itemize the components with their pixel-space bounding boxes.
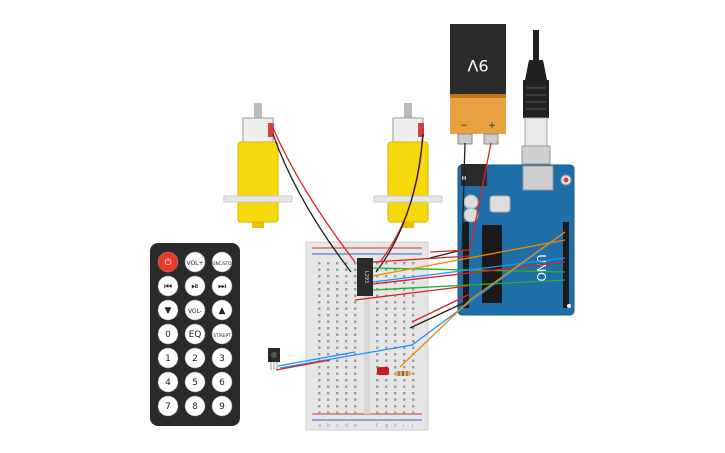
remote-button-three[interactable]: 3 [211, 347, 233, 369]
svg-text:j: j [411, 423, 413, 429]
wire-red [429, 142, 492, 253]
remote-button-two[interactable]: 2 [184, 347, 206, 369]
svg-text:f: f [376, 423, 378, 429]
wires [272, 127, 566, 371]
remote-button-label: 5 [192, 378, 198, 388]
remote-button-label: ST/REPT [213, 333, 231, 338]
remote-button-label: 6 [219, 378, 225, 388]
dc-motor-left [223, 103, 293, 228]
wire-red [411, 293, 471, 323]
svg-text:h: h [394, 423, 397, 429]
remote-button-label: FUNC/STOP [210, 261, 234, 266]
ir-receiver [268, 348, 280, 370]
remote-button-vol-up[interactable]: VOL+ [184, 251, 206, 273]
svg-text:e: e [354, 423, 357, 429]
wire-green [372, 279, 566, 291]
wire-red [275, 359, 331, 371]
chip-label: L293 [363, 271, 369, 283]
remote-button-func-stop[interactable]: FUNC/STOP [210, 251, 234, 273]
remote-button-grid: ⏻ VOL+ FUNC/STOP ⏮ ⏯ ⏭ ▼ VOL- ▲ 0 EQ ST/REPT 1 2 3 4 5 6 7… [157, 251, 234, 417]
wire-red [354, 285, 469, 301]
svg-text:g: g [385, 423, 388, 429]
breadboard-holes [318, 262, 415, 414]
arrow-up-icon: ▲ [219, 306, 226, 316]
arrow-down-icon: ▼ [165, 306, 172, 316]
svg-text:b: b [327, 423, 330, 429]
arduino-model-label: UNO [534, 254, 548, 281]
motor-driver-chip: L293 [357, 258, 373, 296]
remote-button-label: 7 [165, 402, 171, 412]
battery-9v: 9V − + [450, 24, 506, 145]
wire-blue [279, 231, 566, 369]
remote-button-label: 2 [192, 354, 198, 364]
wire-blue [372, 257, 566, 283]
skip-back-icon: ⏮ [164, 282, 172, 292]
svg-text:a: a [318, 423, 321, 429]
remote-button-five[interactable]: 5 [184, 371, 206, 393]
wire-red [372, 255, 471, 263]
breadboard-column-labels: a b c d e f g h i j [318, 423, 413, 429]
remote-button-label: VOL+ [186, 260, 203, 267]
dc-motor-right [373, 103, 443, 228]
remote-button-label: 0 [165, 330, 171, 340]
led [377, 367, 389, 375]
battery-plus-label: + [488, 121, 496, 131]
remote-button-six[interactable]: 6 [211, 371, 233, 393]
skip-forward-icon: ⏭ [218, 282, 226, 292]
remote-button-next[interactable]: ⏭ [211, 275, 233, 297]
wire-orange [372, 239, 566, 277]
remote-button-label: 8 [192, 402, 198, 412]
wire-red [272, 127, 356, 263]
remote-button-play-pause[interactable]: ⏯ [184, 275, 206, 297]
remote-button-zero[interactable]: 0 [157, 323, 179, 345]
remote-button-label: 9 [219, 402, 225, 412]
remote-button-eq[interactable]: EQ [184, 323, 206, 345]
wire-orange [399, 231, 566, 368]
remote-button-label: VOL- [188, 308, 202, 315]
power-icon: ⏻ [164, 257, 171, 268]
remote-button-power[interactable]: ⏻ [157, 251, 179, 273]
battery-minus-label: − [460, 121, 468, 131]
remote-button-one[interactable]: 1 [157, 347, 179, 369]
remote-button-down[interactable]: ▼ [157, 299, 179, 321]
remote-button-label: 4 [165, 378, 171, 388]
battery-label: 9V [467, 56, 488, 75]
play-pause-icon: ⏯ [191, 282, 198, 292]
remote-button-label: EQ [189, 330, 202, 340]
svg-text:c: c [336, 423, 339, 429]
remote-button-prev[interactable]: ⏮ [157, 275, 179, 297]
remote-button-vol-down[interactable]: VOL- [184, 299, 206, 321]
svg-text:d: d [345, 423, 348, 429]
remote-button-label: 3 [219, 354, 225, 364]
ir-remote: ⏻ VOL+ FUNC/STOP ⏮ ⏯ ⏭ ▼ VOL- ▲ 0 EQ ST/REPT 1 2 3 4 5 6 7… [150, 243, 240, 426]
remote-button-nine[interactable]: 9 [211, 395, 233, 417]
wire-blue [277, 351, 356, 367]
usb-cable [521, 30, 551, 165]
remote-button-label: 1 [165, 354, 171, 364]
svg-text:i: i [403, 423, 404, 429]
wire-black [375, 133, 424, 273]
remote-button-seven[interactable]: 7 [157, 395, 179, 417]
wire-red [372, 261, 566, 285]
remote-button-four[interactable]: 4 [157, 371, 179, 393]
wire-black [409, 299, 471, 329]
remote-button-st-rept[interactable]: ST/REPT [211, 323, 233, 345]
remote-button-eight[interactable]: 8 [184, 395, 206, 417]
resistor [395, 371, 411, 376]
wire-black [272, 133, 352, 273]
remote-button-up[interactable]: ▲ [211, 299, 233, 321]
arduino-uno-board: UNO [457, 164, 575, 316]
